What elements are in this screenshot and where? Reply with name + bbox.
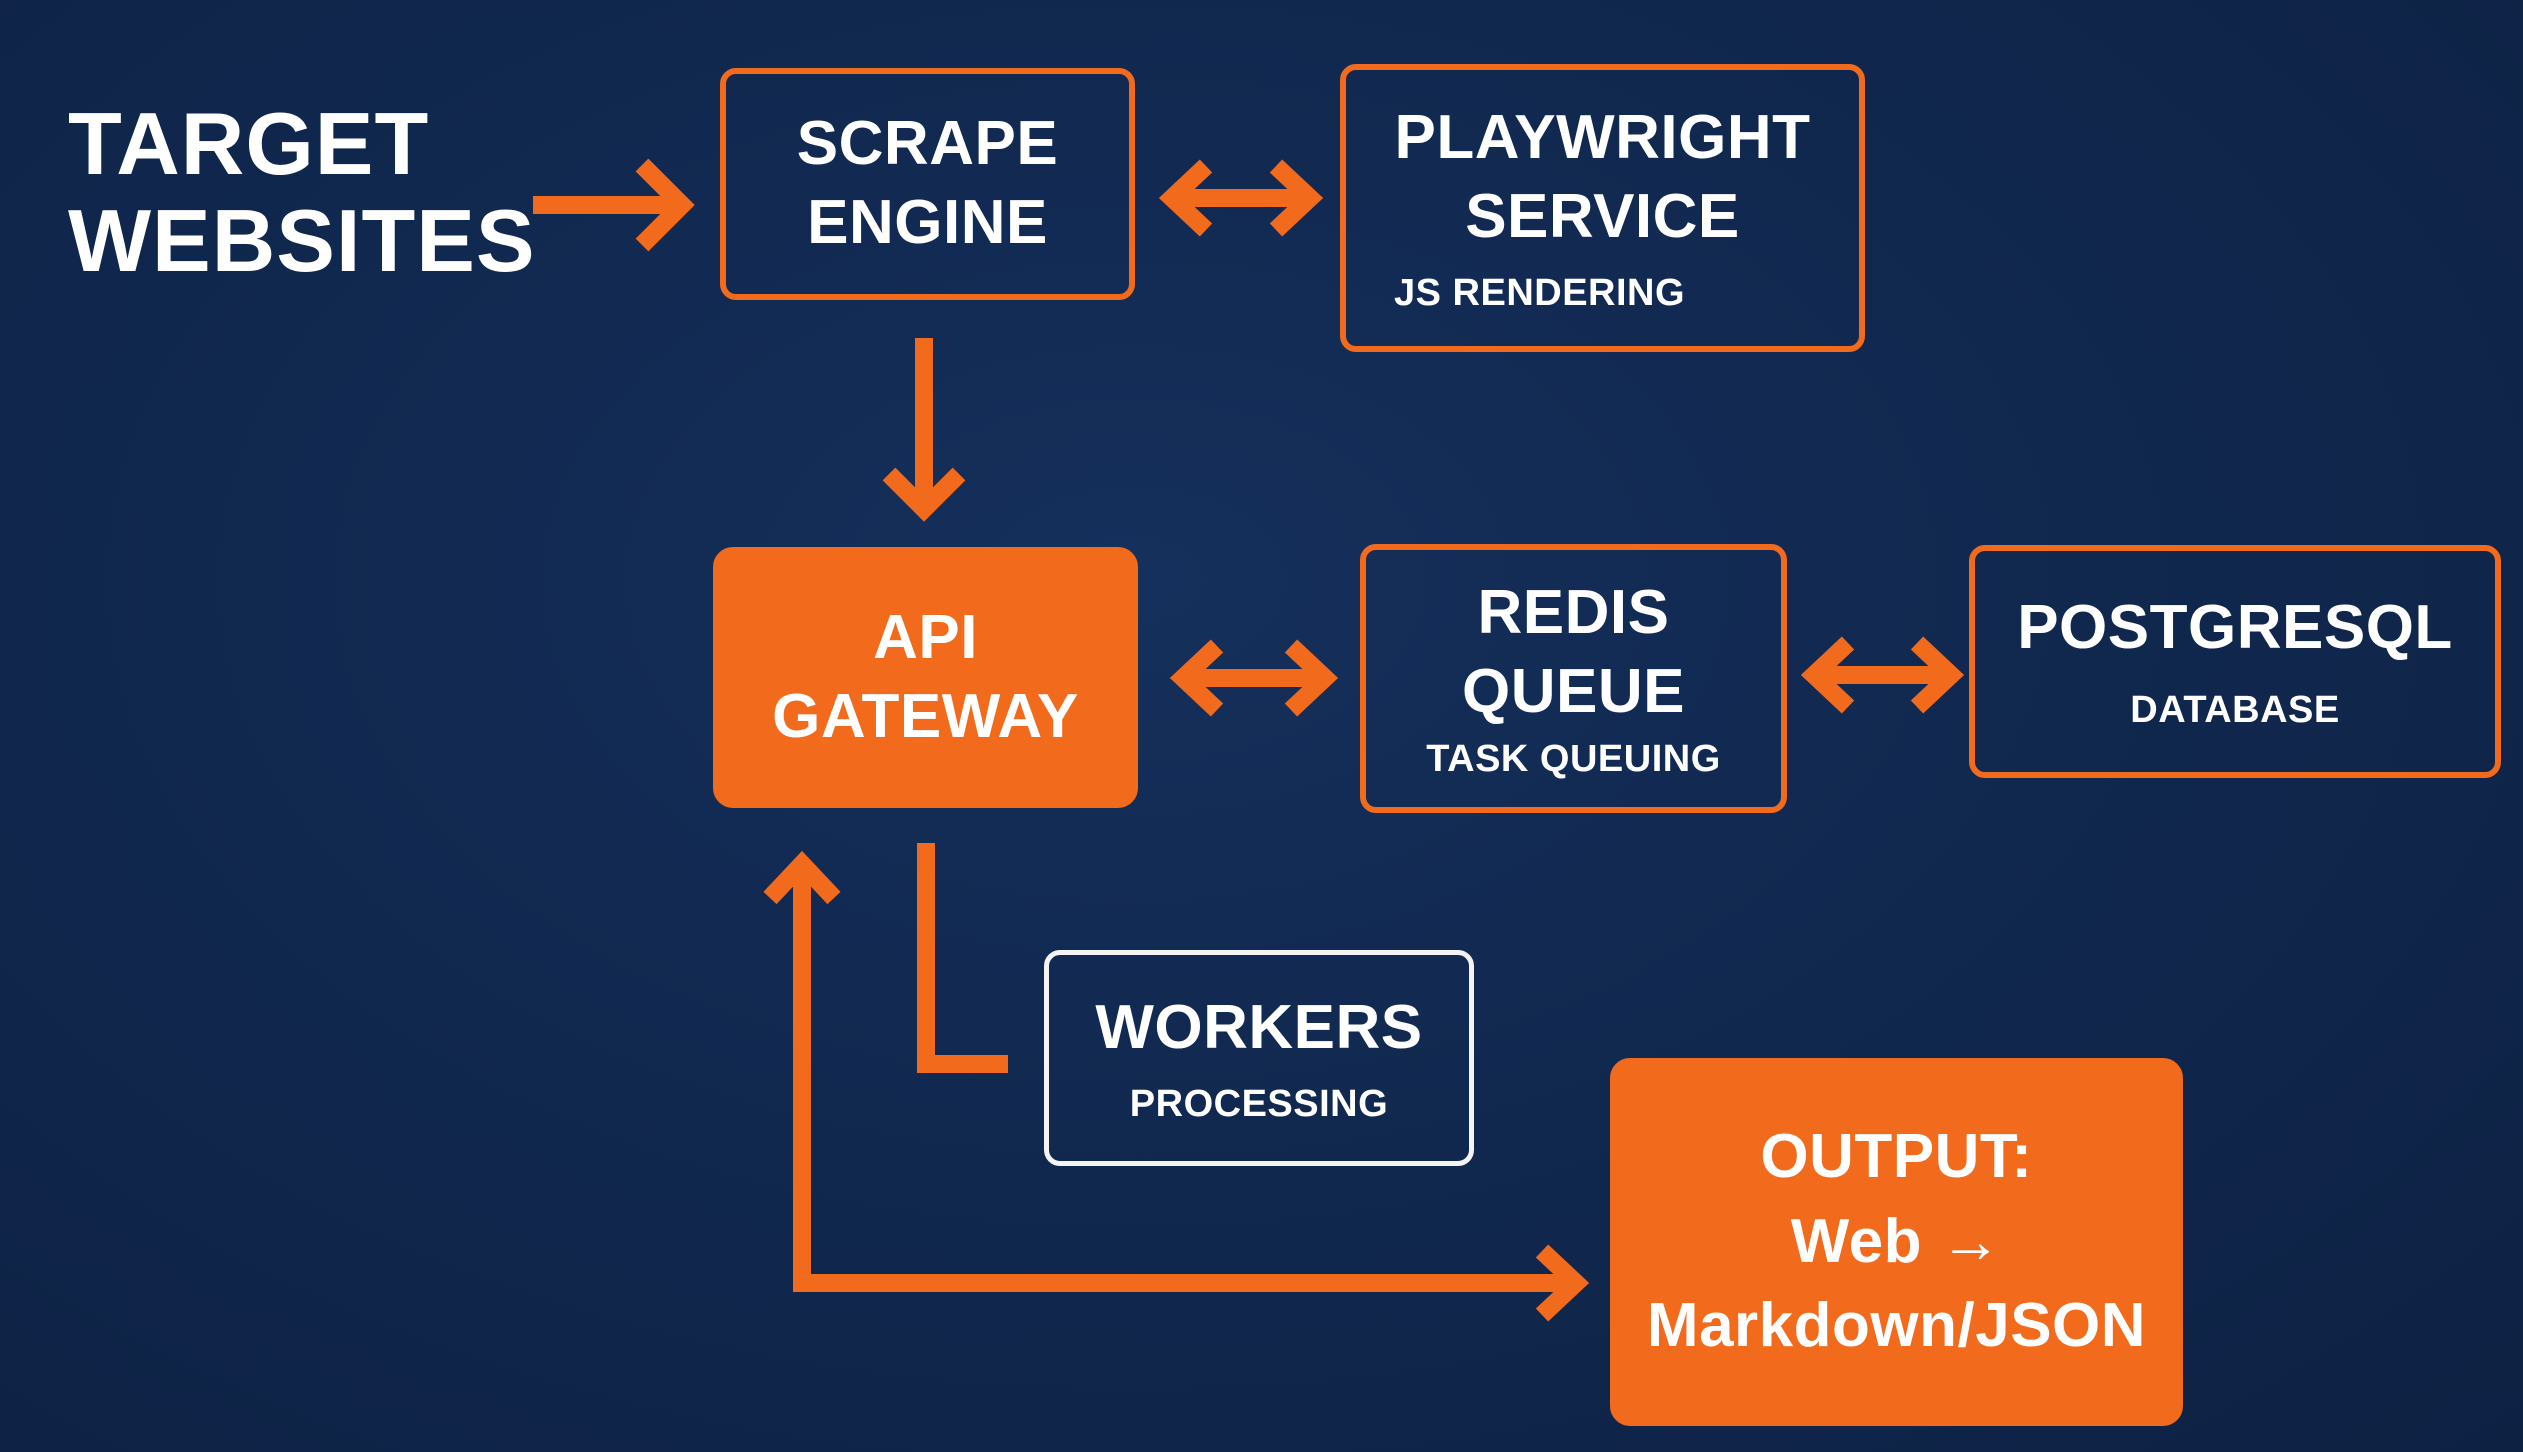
arrow-redis-postgres — [1800, 636, 1965, 714]
playwright-service-node: PLAYWRIGHT SERVICE JS RENDERING — [1340, 64, 1865, 352]
workers-sub: PROCESSING — [1129, 1082, 1389, 1125]
postgresql-line1: POSTGRESQL — [2017, 593, 2453, 663]
api-gateway-node: API GATEWAY — [713, 547, 1138, 808]
output-node: OUTPUT: Web → Markdown/JSON — [1610, 1058, 2183, 1426]
playwright-line1: PLAYWRIGHT — [1394, 103, 1811, 173]
playwright-sub: JS RENDERING — [1394, 271, 1686, 314]
redis-sub: TASK QUEUING — [1426, 738, 1721, 781]
postgresql-node: POSTGRESQL DATABASE — [1969, 545, 2501, 778]
connector-gateway-workers — [917, 843, 1008, 1073]
workers-line1: WORKERS — [1095, 992, 1423, 1062]
target-websites-line1: TARGET — [68, 94, 430, 193]
playwright-line2: SERVICE — [1465, 182, 1740, 252]
arrow-gateway-redis — [1169, 639, 1339, 717]
scrape-engine-node: SCRAPE ENGINE — [720, 68, 1135, 300]
postgresql-sub: DATABASE — [2130, 689, 2340, 732]
output-line2: Web → — [1790, 1206, 2003, 1276]
api-gateway-line2: GATEWAY — [772, 681, 1079, 751]
scrape-engine-line2: ENGINE — [807, 188, 1048, 257]
scrape-engine-line1: SCRAPE — [796, 109, 1059, 179]
redis-line1: REDIS — [1477, 577, 1670, 647]
redis-queue-node: REDIS QUEUE TASK QUEUING — [1360, 544, 1787, 813]
arrow-scrape-playwright — [1158, 159, 1324, 237]
output-line1: OUTPUT: — [1760, 1121, 2033, 1191]
arrow-scrape-to-gateway — [882, 338, 966, 522]
arrow-gateway-output — [763, 850, 1590, 1322]
redis-line2: QUEUE — [1462, 656, 1685, 726]
arrow-target-to-scrape — [533, 158, 695, 252]
workers-node: WORKERS PROCESSING — [1044, 950, 1474, 1166]
output-line3: Markdown/JSON — [1646, 1291, 2147, 1361]
target-websites-line2: WEBSITES — [68, 190, 536, 290]
target-websites-label: TARGET WEBSITES — [68, 94, 536, 290]
api-gateway-line1: API — [873, 602, 978, 672]
